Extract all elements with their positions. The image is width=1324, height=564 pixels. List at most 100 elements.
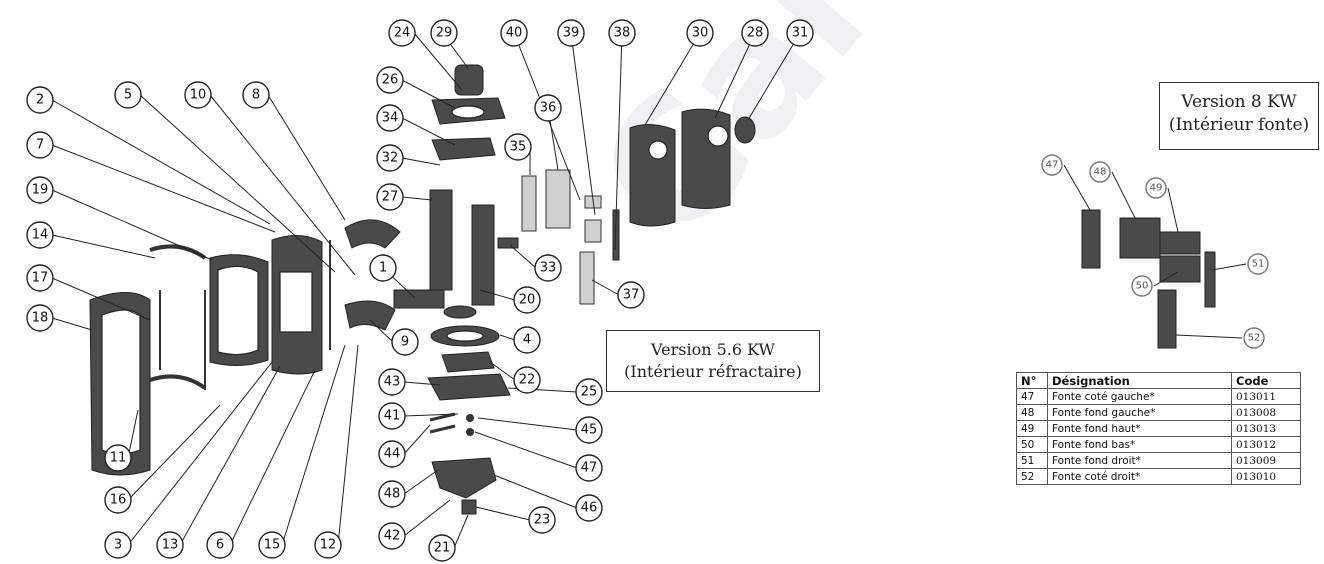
leader-lines xyxy=(51,32,1247,549)
callout-circle xyxy=(104,444,132,472)
cell-code: 013013 xyxy=(1231,420,1301,437)
callout-number: 43 xyxy=(384,375,401,390)
callout-31: 31 xyxy=(786,19,814,47)
callout-number: 6 xyxy=(216,538,224,553)
callout-number: 36 xyxy=(540,101,557,116)
callout-number: 10 xyxy=(190,88,207,103)
callout-circle xyxy=(104,531,132,559)
callout-48: 48 xyxy=(378,480,406,508)
callout-circle xyxy=(786,19,814,47)
callout-25: 25 xyxy=(575,378,603,406)
callout-circle xyxy=(26,176,54,204)
callout-circle xyxy=(500,19,528,47)
callout-circle xyxy=(430,19,458,47)
callout-18: 18 xyxy=(26,304,54,332)
rear-cover-hole xyxy=(707,125,729,147)
callout-circle xyxy=(378,368,406,396)
callout-28: 28 xyxy=(741,19,769,47)
callout-number: 21 xyxy=(434,541,451,556)
callout-2: 2 xyxy=(26,86,54,114)
callout-number: 41 xyxy=(384,409,401,424)
door-bottom-bar xyxy=(149,374,207,390)
cell-designation: Fonte fond gauche* xyxy=(1047,404,1232,421)
callout-30: 30 xyxy=(686,19,714,47)
flue-collar xyxy=(454,64,484,96)
callout-number: 17 xyxy=(32,271,49,286)
callout-number: 19 xyxy=(32,183,49,198)
callout-number: 37 xyxy=(623,288,640,303)
callout-number: 2 xyxy=(36,93,44,108)
cast-back-bottom xyxy=(1159,255,1201,283)
back-panel xyxy=(629,124,676,227)
parts-table-header-row: N° Désignation Code xyxy=(1016,372,1301,389)
callout-47: 47 xyxy=(1041,154,1063,176)
base-foot xyxy=(461,499,477,515)
cell-number: 49 xyxy=(1016,420,1048,437)
base-bowl xyxy=(431,457,497,499)
callout-circle xyxy=(376,144,404,172)
callout-number: 1 xyxy=(379,261,387,276)
callout-13: 13 xyxy=(156,531,184,559)
hearth-ring-hole xyxy=(446,330,484,342)
header-designation: Désignation xyxy=(1047,372,1232,389)
callout-number: 5 xyxy=(124,88,132,103)
callout-7: 7 xyxy=(26,131,54,159)
callout-23: 23 xyxy=(528,506,556,534)
callout-11: 11 xyxy=(104,444,132,472)
front-panel-window xyxy=(279,271,313,333)
callout-number: 25 xyxy=(581,385,598,400)
callout-circle xyxy=(104,486,132,514)
callout-number: 32 xyxy=(382,151,399,166)
callout-circle xyxy=(513,286,541,314)
callout-circle xyxy=(608,19,636,47)
side-insulation xyxy=(579,251,595,305)
callout-42: 42 xyxy=(378,522,406,550)
callout-circle xyxy=(1243,327,1265,349)
door-top-bar xyxy=(149,244,207,260)
cell-code: 013012 xyxy=(1231,436,1301,453)
callout-5: 5 xyxy=(114,81,142,109)
cell-designation: Fonte coté gauche* xyxy=(1047,388,1232,405)
callout-circle xyxy=(378,402,406,430)
callout-circle xyxy=(1089,161,1111,183)
callout-number: 4 xyxy=(523,333,531,348)
callout-number: 40 xyxy=(506,26,523,41)
callout-number: 16 xyxy=(110,493,127,508)
side-brick-right xyxy=(471,204,495,306)
fixing-nut xyxy=(466,428,474,436)
cell-number: 47 xyxy=(1016,388,1048,405)
top-plate-hole xyxy=(451,105,485,119)
lower-deflector xyxy=(344,300,396,331)
callout-48: 48 xyxy=(1089,161,1111,183)
callout-50: 50 xyxy=(1131,275,1153,297)
callout-number: 24 xyxy=(394,26,411,41)
callout-circle xyxy=(1145,177,1167,199)
cell-designation: Fonte fond haut* xyxy=(1047,420,1232,437)
callout-number: 38 xyxy=(614,26,631,41)
version-8-title: Version 8 KW xyxy=(1181,92,1297,112)
callout-circle xyxy=(1041,154,1063,176)
callout-46: 46 xyxy=(575,494,603,522)
callout-51: 51 xyxy=(1247,253,1269,275)
callout-circle xyxy=(26,131,54,159)
front-assembly-parts xyxy=(89,219,401,476)
callout-circle xyxy=(686,19,714,47)
callout-circle xyxy=(557,19,585,47)
callout-number: 12 xyxy=(320,538,337,553)
callout-circle xyxy=(528,506,556,534)
callout-37: 37 xyxy=(617,281,645,309)
callout-24: 24 xyxy=(388,19,416,47)
grate xyxy=(443,305,477,319)
rear-cap xyxy=(734,116,756,144)
callout-circle xyxy=(741,19,769,47)
callout-36: 36 xyxy=(534,94,562,122)
cell-code: 013008 xyxy=(1231,404,1301,421)
callout-number: 23 xyxy=(534,513,551,528)
